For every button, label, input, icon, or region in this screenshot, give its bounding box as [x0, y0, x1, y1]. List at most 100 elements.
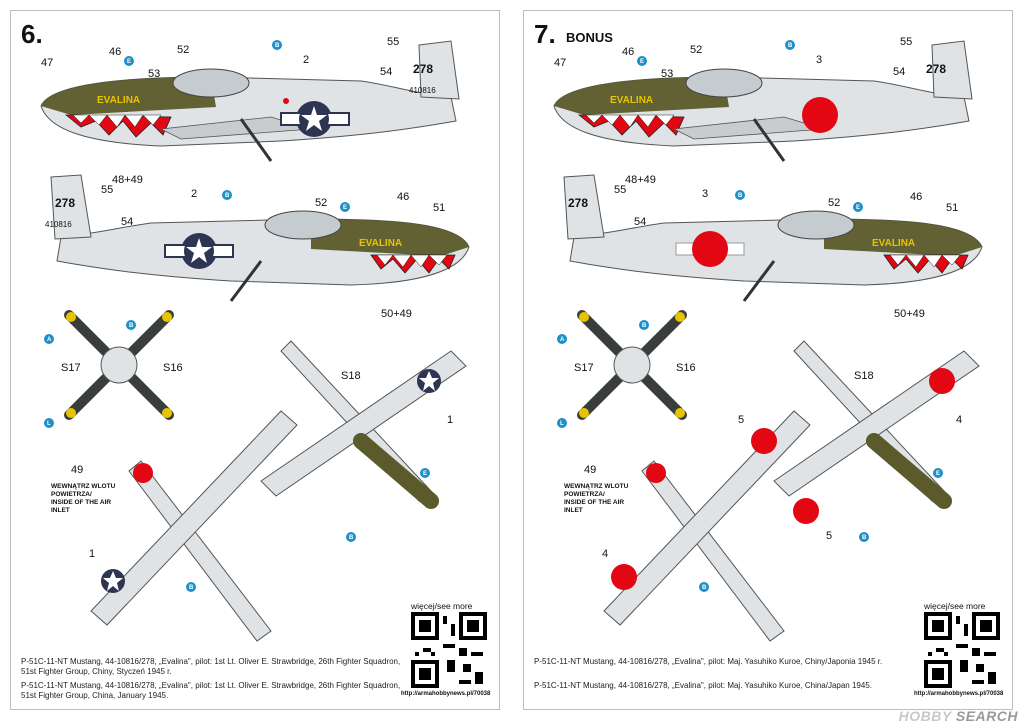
side-view-left: EVALINA 278	[553, 40, 973, 162]
callout-s18: S18	[854, 370, 874, 382]
callout-54: 54	[893, 66, 905, 78]
svg-text:B: B	[189, 585, 194, 591]
color-callout-e3: E	[420, 468, 430, 478]
source-link[interactable]: http://armahobbynews.pl/70038	[914, 691, 1004, 697]
side-view-right: EVALINA 278	[563, 174, 983, 302]
callout-47: 47	[41, 57, 53, 69]
callout-53: 53	[661, 68, 673, 80]
svg-text:B: B	[225, 193, 230, 199]
bottom-view: 1 49 B	[71, 410, 298, 642]
side-view-left: EVALINA 278 410816	[40, 40, 460, 162]
color-callout-b3: B	[126, 320, 136, 330]
inlet-note: WEWNĄTRZ WLOTU POWIETRZA/ INSIDE OF THE …	[564, 483, 629, 514]
callout-50-49: 50+49	[894, 308, 925, 320]
nose-art-text: EVALINA	[97, 95, 140, 106]
tail-number-2: 278	[55, 196, 75, 210]
callout-51: 51	[433, 202, 445, 214]
color-callout-e3: E	[933, 468, 943, 478]
color-callout-e2: E	[853, 202, 863, 212]
svg-text:E: E	[127, 59, 131, 65]
callout-55: 55	[900, 36, 912, 48]
source-link[interactable]: http://armahobbynews.pl/70038	[401, 691, 491, 697]
color-callout-b5: B	[699, 582, 709, 592]
propeller-view: S17 S16 A B L	[44, 310, 183, 428]
color-callout-a: A	[557, 334, 567, 344]
callout-54: 54	[380, 66, 392, 78]
tail-number: 278	[926, 62, 946, 76]
svg-text:B: B	[702, 585, 707, 591]
color-callout-b3: B	[639, 320, 649, 330]
callout-52: 52	[690, 44, 702, 56]
callout-52b: 52	[828, 197, 840, 209]
callout-1b: 1	[89, 548, 95, 560]
callout-46b: 46	[397, 191, 409, 203]
color-callout-l: L	[44, 418, 54, 428]
color-callout-b: B	[785, 40, 795, 50]
callout-s17: S17	[61, 362, 81, 374]
callout-49: 49	[71, 464, 83, 476]
svg-text:E: E	[936, 471, 940, 477]
callout-5: 5	[826, 530, 832, 542]
color-callout-b: B	[272, 40, 282, 50]
svg-text:E: E	[640, 59, 644, 65]
callout-4: 4	[956, 414, 962, 426]
callout-55b: 55	[614, 184, 626, 196]
qr-code-icon[interactable]	[411, 612, 487, 688]
svg-text:B: B	[129, 323, 134, 329]
callout-49: 49	[584, 464, 596, 476]
color-callout-e2: E	[340, 202, 350, 212]
callout-46: 46	[109, 46, 121, 58]
callout-52: 52	[177, 44, 189, 56]
svg-text:L: L	[47, 421, 51, 427]
tail-serial: 410816	[409, 86, 436, 95]
svg-text:E: E	[423, 471, 427, 477]
svg-text:B: B	[349, 535, 354, 541]
nose-art-text-2: EVALINA	[872, 238, 915, 249]
callout-54b: 54	[121, 216, 133, 228]
svg-text:E: E	[856, 205, 860, 211]
callout-s16: S16	[676, 362, 696, 374]
tail-number-2: 278	[568, 196, 588, 210]
watermark-logo: HOBBY SEARCH	[898, 708, 1018, 724]
callout-3: 3	[816, 54, 822, 66]
svg-text:B: B	[275, 43, 280, 49]
callout-5b: 5	[738, 414, 744, 426]
color-callout-e: E	[124, 56, 134, 66]
color-callout-l: L	[557, 418, 567, 428]
svg-text:E: E	[343, 205, 347, 211]
profile-number: 7.	[534, 19, 556, 49]
profile-number: 6.	[21, 19, 43, 49]
color-callout-b2: B	[735, 190, 745, 200]
callout-47: 47	[554, 57, 566, 69]
callout-52b: 52	[315, 197, 327, 209]
side-view-right-labels: 2 55 54 52 46 51 50+49 B E	[101, 184, 445, 320]
callout-4b: 4	[602, 548, 608, 560]
callout-55: 55	[387, 36, 399, 48]
nose-art-text-2: EVALINA	[359, 238, 402, 249]
color-callout-b5: B	[186, 582, 196, 592]
callout-46: 46	[622, 46, 634, 58]
caption-english: P-51C-11-NT Mustang, 44-10816/278, „Eval…	[21, 681, 401, 700]
nose-art-text: EVALINA	[610, 95, 653, 106]
callout-48-49: 48+49	[112, 174, 143, 186]
svg-text:A: A	[47, 337, 52, 343]
see-more-label: więcej/see more	[411, 601, 473, 611]
svg-text:L: L	[560, 421, 564, 427]
see-more-label: więcej/see more	[924, 601, 986, 611]
caption-polish: P-51C-11-NT Mustang, 44-10816/278, „Eval…	[21, 657, 401, 676]
color-callout-e: E	[637, 56, 647, 66]
callout-48-49: 48+49	[625, 174, 656, 186]
profile-sheet-7: 7. BONUS EVALINA 278 47 46 53 52 3 55 54…	[523, 10, 1013, 710]
propeller-view: S17 S16 A B L	[557, 310, 696, 428]
callout-50-49: 50+49	[381, 308, 412, 320]
bottom-view: 5 4 49 B	[584, 410, 811, 642]
profile-sheet-6: 6. EVALINA 278 410816 47 46 53 52 2	[10, 10, 500, 710]
svg-text:B: B	[862, 535, 867, 541]
inlet-note: WEWNĄTRZ WLOTU POWIETRZA/ INSIDE OF THE …	[51, 483, 116, 514]
color-callout-b2: B	[222, 190, 232, 200]
color-callout-b4: B	[346, 532, 356, 542]
callout-1: 1	[447, 414, 453, 426]
svg-text:A: A	[560, 337, 565, 343]
qr-code-icon[interactable]	[924, 612, 1000, 688]
svg-text:B: B	[788, 43, 793, 49]
